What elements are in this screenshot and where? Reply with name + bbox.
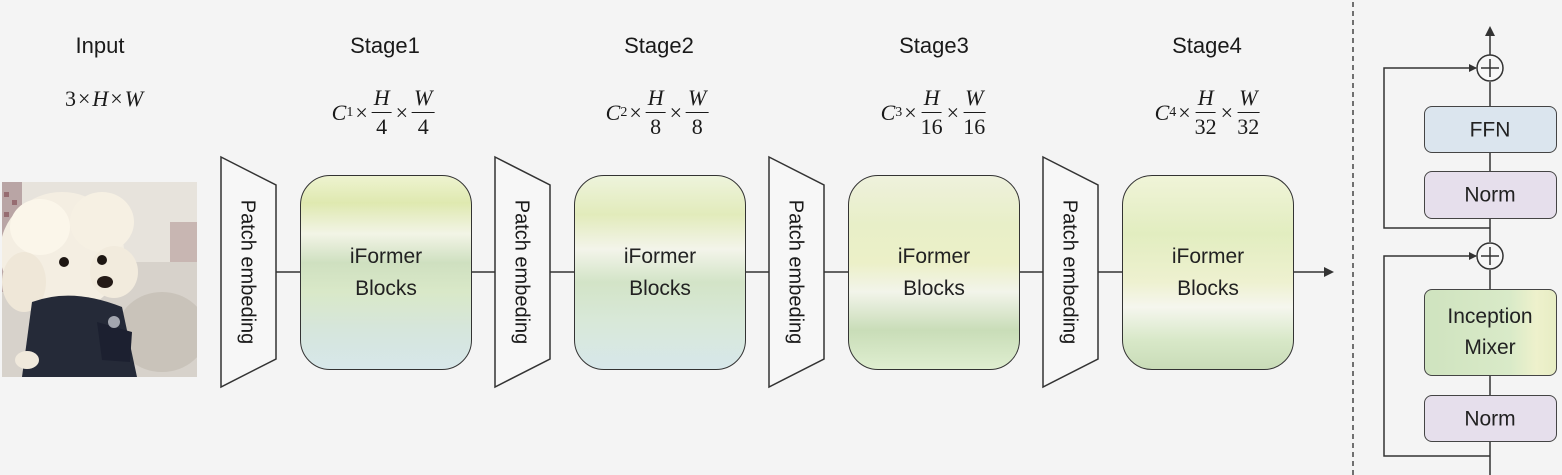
- patch-embed-label-1: Patch embeding: [236, 199, 259, 345]
- stage4-title: Stage4: [1172, 33, 1242, 58]
- detail-output-arrow-head: [1485, 26, 1495, 36]
- input-dog-image: [2, 182, 197, 377]
- stage1-iformer-blocks: [300, 175, 472, 370]
- stage4-iformer-blocks: [1122, 175, 1294, 370]
- patch-embed-shape-1: [220, 155, 277, 389]
- patch-embed-shape-4: [1042, 155, 1099, 389]
- norm-block-bottom: [1424, 395, 1557, 442]
- stage2-title: Stage2: [624, 33, 694, 58]
- stage3-title: Stage3: [899, 33, 969, 58]
- input-dim-w: W: [124, 86, 144, 111]
- input-dim-h: H: [92, 86, 109, 111]
- stage2-iformer-blocks: [574, 175, 746, 370]
- residual-lower-arrow-head: [1469, 252, 1477, 260]
- residual-upper-arrow-head: [1469, 64, 1477, 72]
- norm-top-label: Norm: [1464, 183, 1516, 207]
- input-title: Input: [75, 33, 125, 58]
- norm-block-top: [1424, 171, 1557, 219]
- patch-embed-label-3: Patch embeding: [784, 199, 807, 345]
- input-dims: 3×H×W: [64, 86, 144, 111]
- ffn-label: FFN: [1469, 118, 1511, 142]
- patch-embed-label-2: Patch embeding: [510, 199, 533, 345]
- stage1-title: Stage1: [350, 33, 420, 58]
- inception-mixer-block: [1424, 289, 1557, 376]
- stage3-iformer-blocks: [848, 175, 1020, 370]
- patch-embed-label-4: Patch embeding: [1058, 199, 1081, 345]
- ffn-block: [1424, 106, 1557, 153]
- patch-embed-shape-3: [768, 155, 825, 389]
- residual-skip-upper: [1383, 67, 1490, 229]
- norm-bottom-label: Norm: [1464, 407, 1516, 431]
- input-dim-channels: 3: [64, 86, 76, 111]
- residual-skip-lower: [1383, 255, 1490, 457]
- patch-embed-shape-2: [494, 155, 551, 389]
- output-arrow-head: [1324, 267, 1334, 277]
